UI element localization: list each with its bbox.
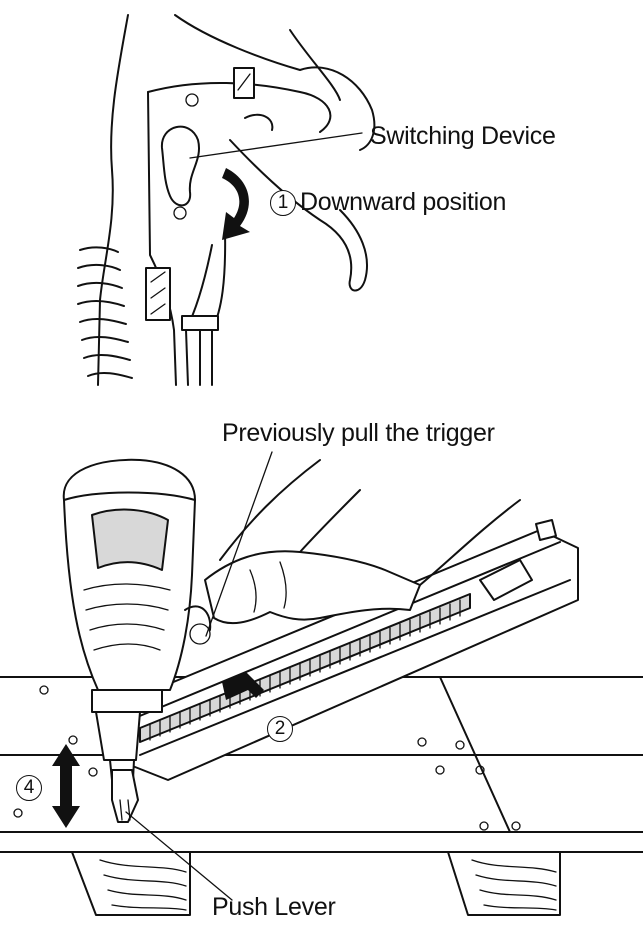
circled-number-badge: 1	[270, 190, 296, 216]
double-arrow-icon	[52, 744, 80, 828]
push-lever-label: Push Lever	[212, 893, 336, 921]
nailer-body	[62, 458, 212, 801]
bottom-figure-nailing	[0, 451, 643, 916]
trigger-label: Previously pull the trigger	[222, 419, 495, 447]
push-lever-tip	[111, 769, 139, 823]
circled-number-badge: 4	[16, 775, 42, 801]
circled-number-badge: 2	[267, 716, 293, 742]
wood-joists	[71, 851, 561, 916]
deck-nail-holes	[13, 685, 521, 831]
downward-position-label: Downward position	[300, 188, 507, 216]
switching-device-leader	[189, 132, 363, 159]
curved-down-arrow-icon	[222, 168, 250, 240]
trigger-leader	[205, 451, 273, 637]
nail-magazine	[129, 519, 579, 781]
switching-device-label: Switching Device	[370, 122, 556, 150]
operator-hand	[204, 459, 521, 625]
straight-arrow-icon	[222, 664, 264, 700]
grip-ribs	[77, 246, 133, 379]
push-lever-leader	[125, 811, 233, 901]
